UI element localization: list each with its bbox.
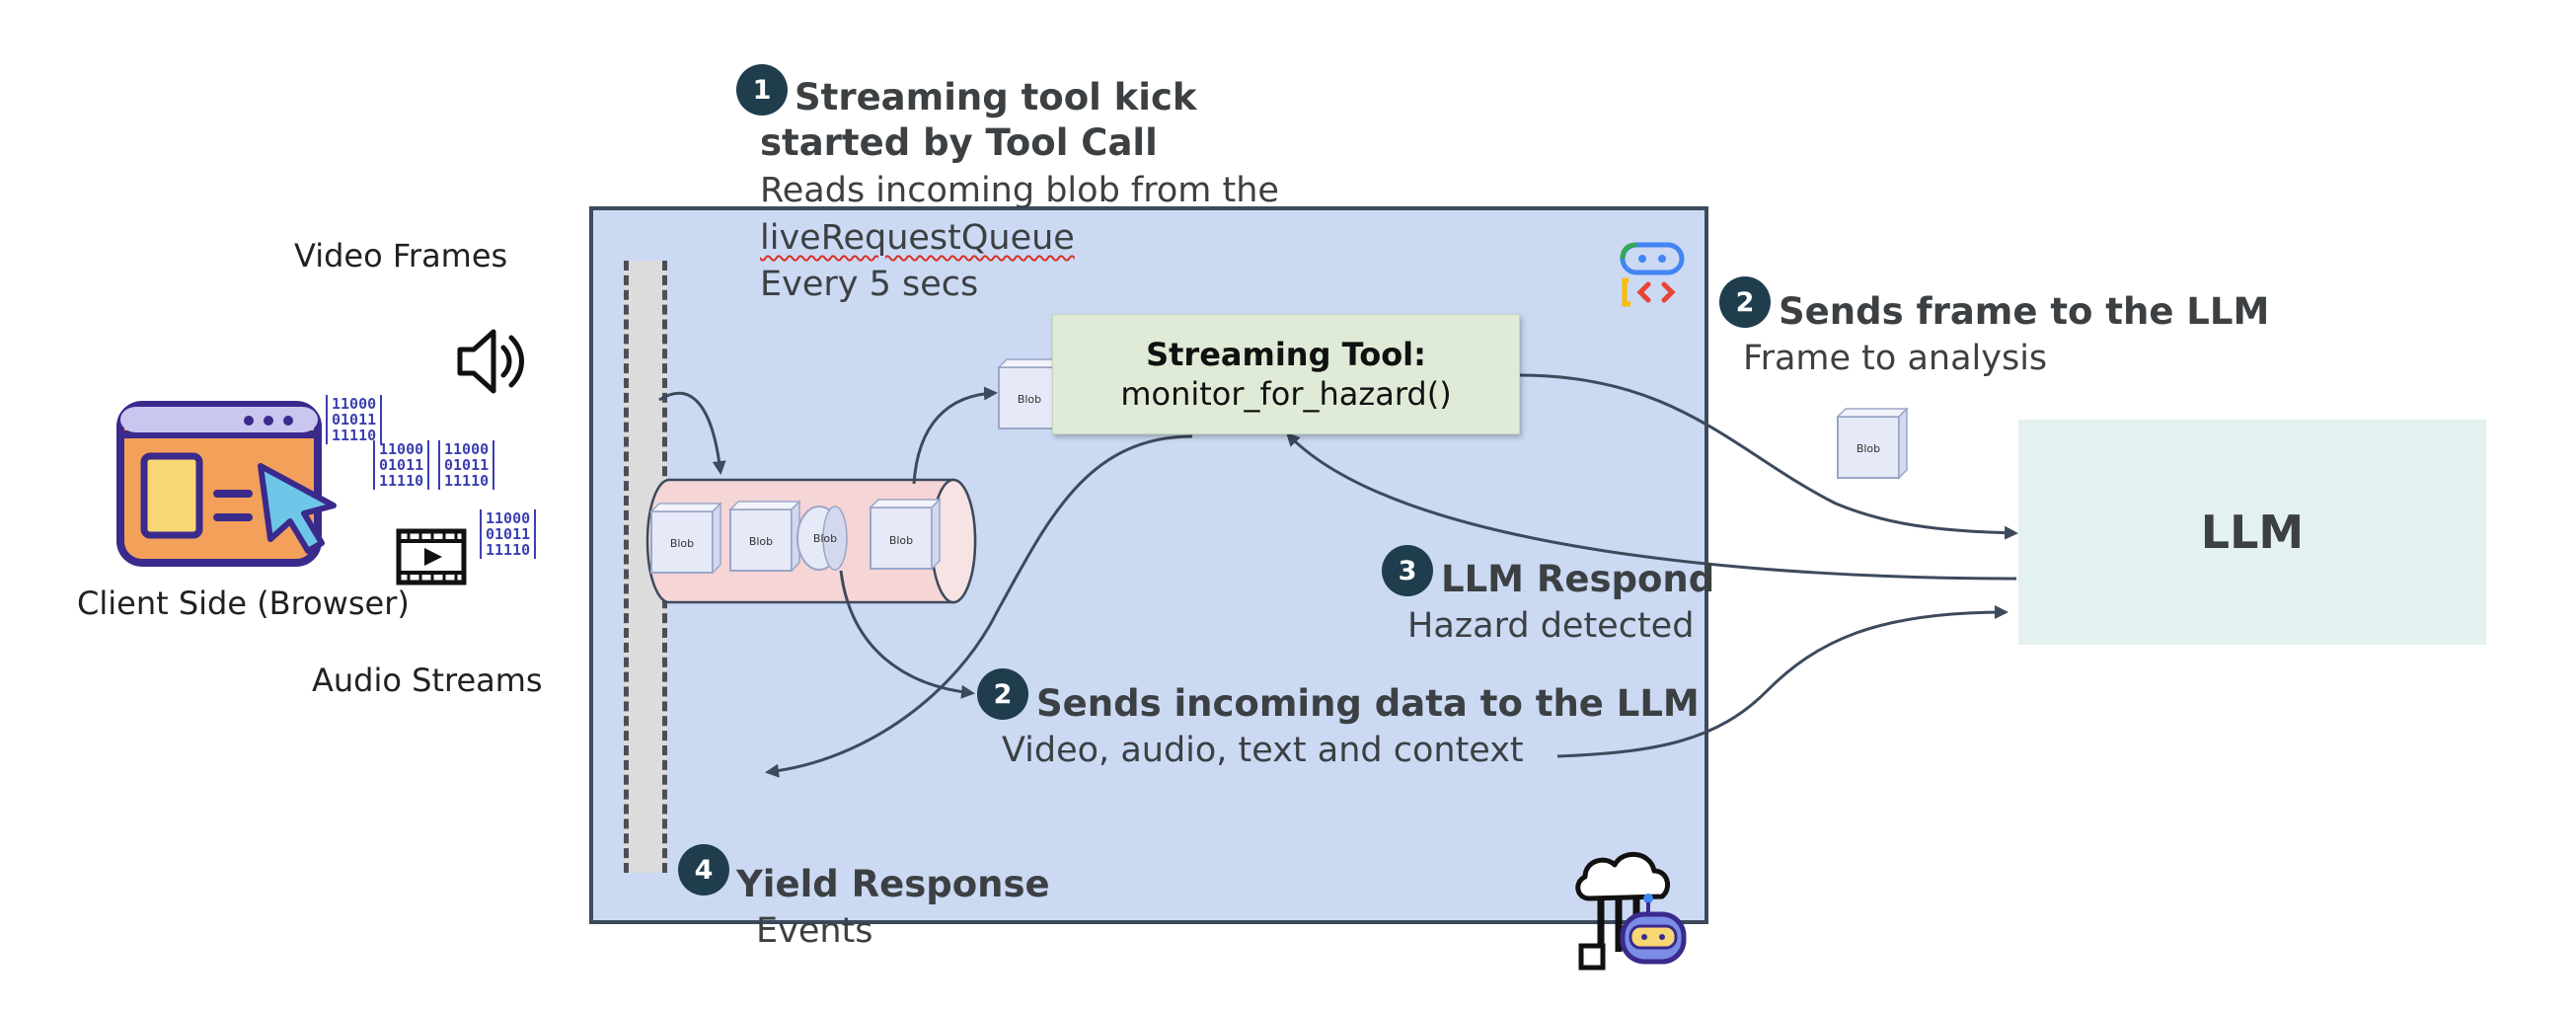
audio-streams-label: Audio Streams (312, 662, 543, 699)
step-3-desc: Hazard detected (1407, 606, 1695, 646)
step-1-desc-line1: Reads incoming blob from the (760, 171, 1279, 210)
step-1-title-line2: started by Tool Call (760, 121, 1158, 164)
video-icon (396, 528, 467, 585)
blob-label: Blob (813, 532, 837, 545)
client-side-label: Client Side (Browser) (77, 584, 410, 622)
arrow-tool-to-yield (765, 434, 1193, 778)
step-2-frame-desc: Frame to analysis (1743, 339, 2048, 378)
step-2-data-title: Sends incoming data to the LLM (1036, 682, 1700, 725)
queue-blob: Blob (869, 498, 942, 571)
blob-label: Blob (1856, 442, 1880, 455)
queue-blob: Blob (649, 502, 722, 575)
step-1-badge: 1 (736, 64, 788, 116)
frame-blob: Blob (1836, 407, 1909, 480)
blob-label: Blob (1018, 393, 1041, 406)
queue-blob: Blob (796, 506, 848, 571)
step-2-data-desc: Video, audio, text and context (1002, 731, 1524, 770)
step-2-frame-title: Sends frame to the LLM (1779, 290, 2270, 333)
step-1-desc-line2: liveRequestQueue (760, 218, 1075, 258)
cloud-robot-icon (1575, 851, 1687, 971)
streaming-tool-box: Streaming Tool: monitor_for_hazard() (1052, 314, 1520, 434)
tool-blob: Blob (997, 357, 1070, 430)
step-1-desc-line3: Every 5 secs (760, 265, 979, 304)
step-2-data-badge: 2 (977, 668, 1028, 720)
queue-blob: Blob (728, 500, 801, 573)
step-2-frame-badge: 2 (1719, 276, 1771, 328)
blob-label: Blob (670, 537, 694, 550)
arrow-data-to-llm (1556, 605, 2008, 758)
step-3-badge: 3 (1382, 545, 1433, 596)
llm-box: LLM (2018, 420, 2486, 645)
step-4-title: Yield Response (736, 863, 1050, 905)
arrow-llm-respond (1285, 431, 2017, 581)
agent-logo-icon (1620, 242, 1685, 307)
arrow-queue-to-tool (912, 386, 998, 485)
arrow-queue-to-data-step (839, 570, 975, 699)
video-frames-label: Video Frames (294, 237, 508, 274)
step-4-desc: Events (756, 911, 873, 951)
arrow-tool-to-llm (1519, 373, 2018, 540)
arrow-stream-into-queue (658, 391, 726, 475)
speaker-icon (457, 329, 524, 394)
blob-label: Blob (749, 535, 773, 548)
step-3-title: LLM Respond (1441, 558, 1715, 600)
streaming-tool-function: monitor_for_hazard() (1120, 375, 1452, 413)
step-4-badge: 4 (678, 844, 729, 896)
streaming-tool-title: Streaming Tool: (1146, 336, 1426, 373)
llm-label: LLM (2200, 506, 2305, 559)
step-1-title-line1: Streaming tool kick (795, 76, 1197, 118)
browser-icon (116, 401, 337, 567)
blob-label: Blob (889, 534, 913, 547)
